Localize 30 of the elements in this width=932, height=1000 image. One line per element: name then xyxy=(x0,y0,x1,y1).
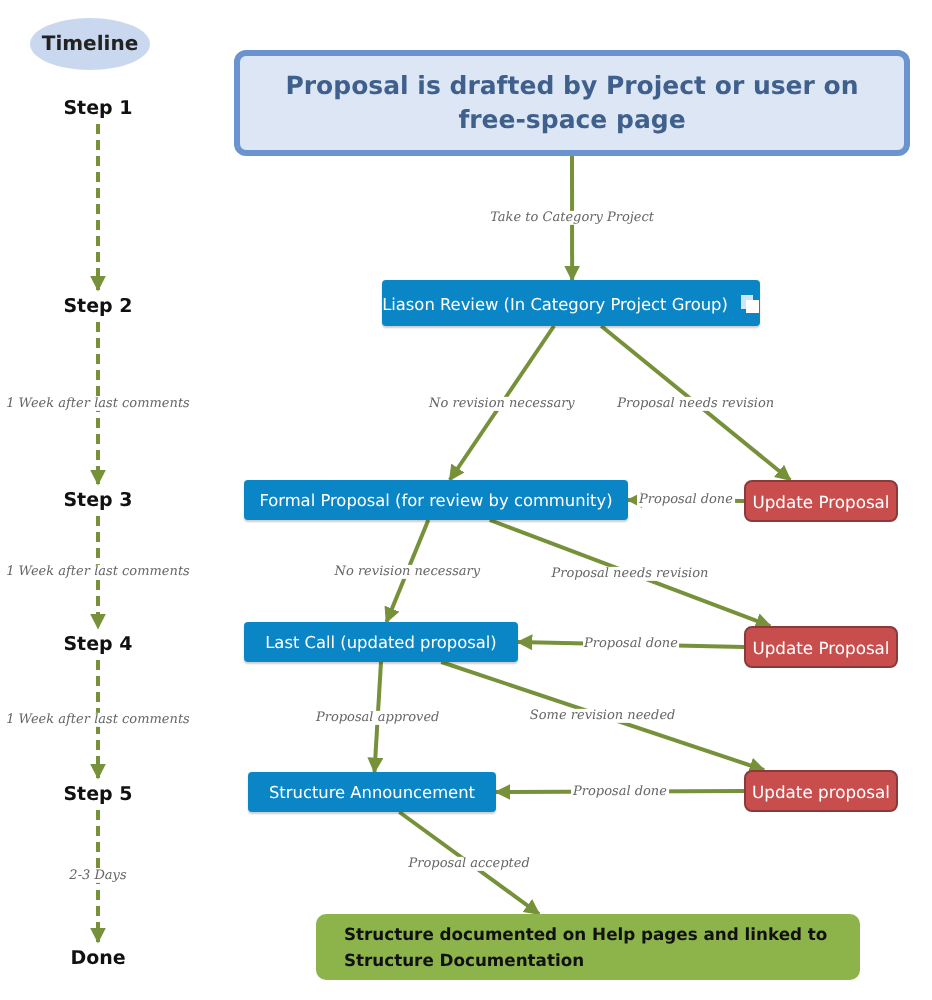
arrow xyxy=(90,322,106,486)
arrow xyxy=(599,324,792,482)
process-box: Formal Proposal (for review by community) xyxy=(244,480,628,520)
step-label: Step 5 xyxy=(28,778,168,810)
box-text: Liason Review (In Category Project Group) xyxy=(382,293,728,313)
step-label: Step 4 xyxy=(28,628,168,660)
process-box xyxy=(382,280,760,326)
proposal-box: Proposal is drafted by Project or user on free-space page xyxy=(234,50,910,156)
step-label: Step 2 xyxy=(28,290,168,322)
arrow xyxy=(367,661,384,774)
update-box: Update proposal xyxy=(744,770,898,812)
arrow xyxy=(440,660,766,773)
arrow xyxy=(564,156,581,282)
arrow xyxy=(90,516,106,630)
step-label: Done xyxy=(28,942,168,974)
arrow xyxy=(90,810,106,944)
update-box: Update Proposal xyxy=(744,626,898,668)
result-box: Structure documented on Help pages and linked to Structure Documentation xyxy=(316,914,860,980)
step-label: Step 3 xyxy=(28,484,168,516)
arrow xyxy=(448,324,556,482)
process-box: Structure Announcement xyxy=(248,772,496,812)
arrow xyxy=(90,124,106,292)
update-box: Update Proposal xyxy=(744,480,898,522)
arrow xyxy=(384,519,431,624)
arrow xyxy=(489,518,772,629)
arrow xyxy=(90,660,106,780)
step-label: Step 1 xyxy=(28,92,168,124)
timeline-ellipse: Timeline xyxy=(30,18,150,70)
arrow xyxy=(398,810,541,916)
process-box: Last Call (updated proposal) xyxy=(244,622,518,662)
